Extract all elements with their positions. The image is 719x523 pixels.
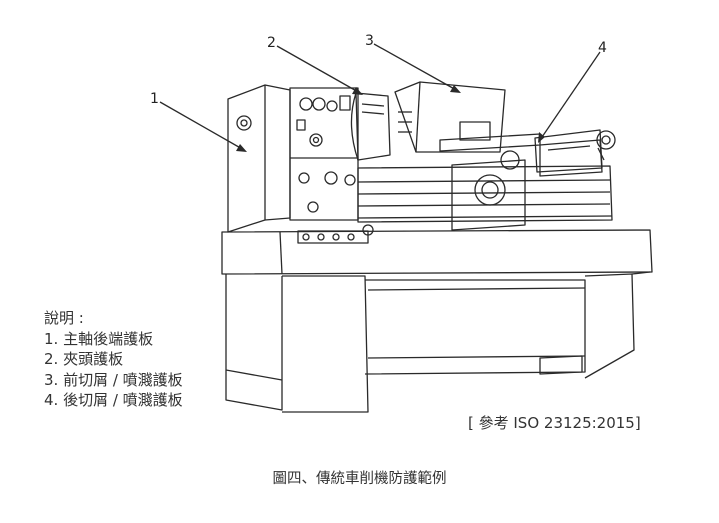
carriage [439,121,541,231]
legend-item-2: 2. 夾頭護板 [44,350,124,368]
callout-arrowheads [236,85,545,152]
chuck-guard [350,92,391,161]
callout-number-4: 4 [598,40,607,56]
callout-number-2: 2 [267,35,276,51]
figure-caption: 圖四、傳統車削機防護範例 [272,471,447,487]
callout-number-1: 1 [150,91,159,107]
apron-panel [221,224,653,275]
reference-note: [ 參考 ISO 23125:2015] [468,414,641,432]
callout-number-3: 3 [365,33,374,49]
legend-item-3: 3. 前切屑 / 噴濺護板 [44,370,183,389]
legend-item-4: 4. 後切屑 / 噴濺護板 [44,391,183,409]
tailstock [539,130,616,177]
callout-leaders [159,43,601,151]
front-chip-guard [394,81,506,153]
spindle-rear-guard [227,84,291,233]
headstock [289,87,359,221]
legend-item-1: 1. 主軸後端護板 [44,329,154,348]
legend-title: 說明 : [44,309,84,327]
lathe-bed [357,165,613,223]
cabinet-base [225,271,651,413]
legend: 說明 : 1. 主軸後端護板 2. 夾頭護板 3. 前切屑 / 噴濺護板 4. … [44,308,183,411]
